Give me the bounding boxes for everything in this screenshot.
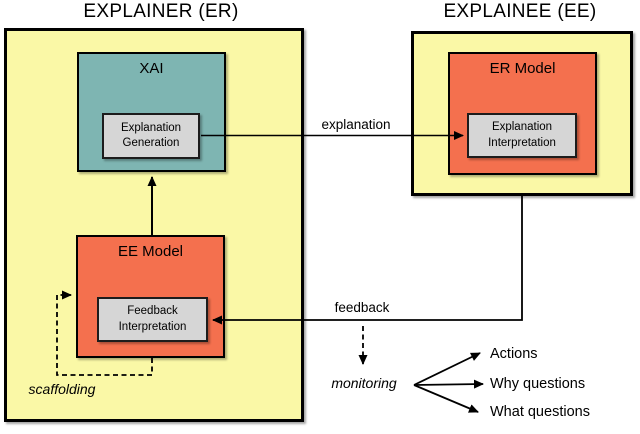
output-why-questions-label: Why questions: [490, 376, 586, 392]
explanation-generation-box: Explanation Generation: [102, 113, 200, 159]
xai-box: XAI: [77, 52, 226, 172]
feedback-interpretation-line2: Interpretation: [118, 320, 187, 333]
feedback-interpretation-box: Feedback Interpretation: [97, 297, 208, 342]
ee-model-label: EE Model: [117, 243, 184, 260]
explainer-title: EXPLAINER (ER): [83, 1, 239, 22]
explainee-title: EXPLAINEE (EE): [443, 1, 597, 22]
feedback-label: feedback: [334, 300, 390, 315]
explanation-label: explanation: [321, 117, 391, 132]
explanation-interpretation-line1: Explanation: [491, 121, 553, 134]
monitoring-to-what-arrow: [413, 384, 479, 413]
output-what-questions-label: What questions: [490, 404, 590, 420]
xai-label: XAI: [139, 60, 164, 77]
monitoring-to-actions-arrow: [413, 352, 481, 386]
explanation-generation-line2: Generation: [122, 137, 180, 149]
explanation-generation-line1: Explanation: [120, 121, 182, 134]
monitoring-to-why-arrow: [413, 379, 484, 389]
output-actions-label: Actions: [490, 346, 538, 362]
scaffolding-label: scaffolding: [28, 381, 96, 397]
explanation-interpretation-line2: Interpretation: [488, 136, 556, 149]
monitoring-label: monitoring: [331, 375, 397, 391]
feedback-interpretation-line1: Feedback: [127, 305, 178, 318]
explanation-interpretation-box: Explanation Interpretation: [467, 113, 577, 158]
er-model-label: ER Model: [489, 60, 556, 77]
